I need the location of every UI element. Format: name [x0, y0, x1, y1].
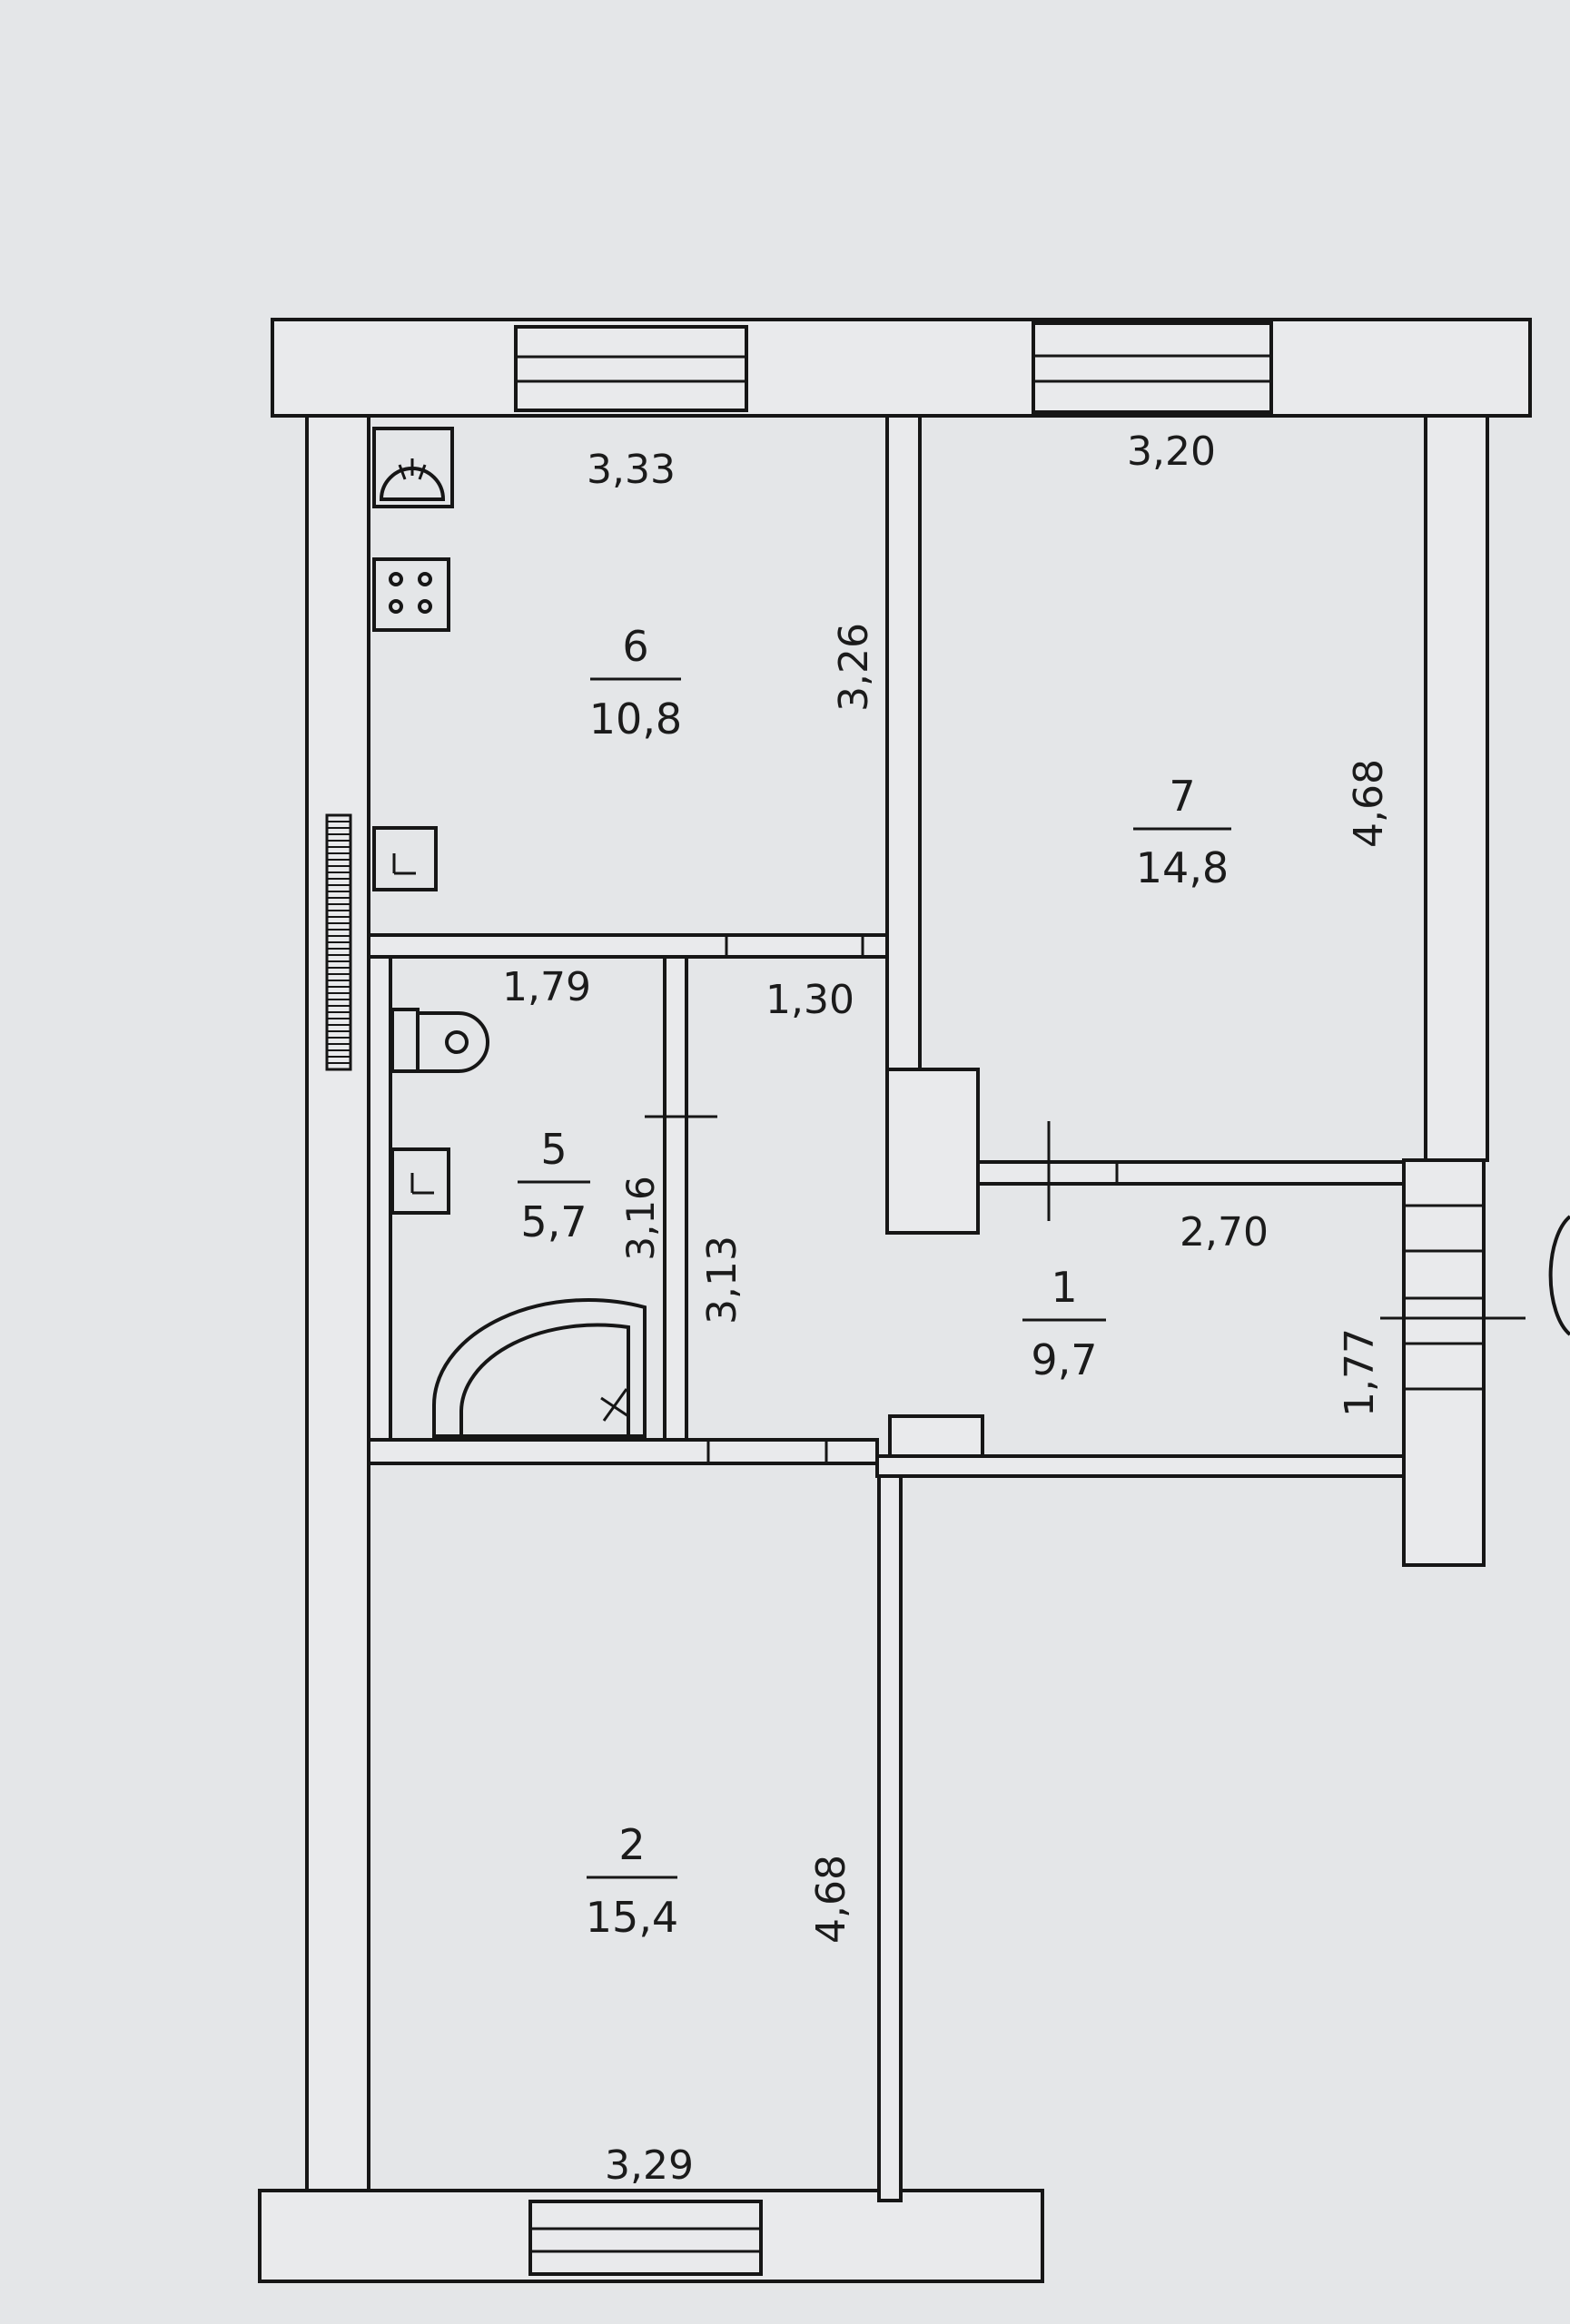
room6-number: 6 — [622, 622, 648, 671]
windows — [514, 321, 1273, 2276]
dim-333: 3,33 — [587, 447, 676, 493]
shower-icon — [432, 1298, 647, 1438]
dim-130: 1,30 — [765, 977, 854, 1023]
wall-hall-bottom — [875, 1454, 1406, 1478]
room7-number: 7 — [1169, 772, 1195, 821]
room2-number: 2 — [618, 1820, 645, 1869]
left-wall — [305, 414, 370, 2192]
door-marks — [645, 1115, 1526, 1320]
wall-5-1 — [663, 955, 688, 1442]
dim-270: 2,70 — [1180, 1209, 1269, 1256]
wall-6-5 — [367, 933, 889, 959]
dimension-labels: 3,33 3,20 3,26 4,68 1,79 1,30 3,16 3,13 … — [502, 428, 1392, 2189]
wall-6-7 — [885, 414, 922, 1071]
top-wall — [271, 318, 1532, 418]
dim-316: 3,16 — [618, 1176, 663, 1261]
entrance-door-icon — [1548, 1215, 1570, 1336]
radiator-icon — [325, 813, 352, 1071]
dim-313: 3,13 — [699, 1236, 746, 1324]
stove-icon — [372, 557, 450, 632]
right-wall — [1424, 414, 1489, 1162]
washbasin-icon — [372, 826, 438, 891]
window-room2 — [528, 2200, 763, 2276]
dim-468-b: 4,68 — [808, 1855, 854, 1944]
room1-number: 1 — [1051, 1263, 1077, 1312]
outer-walls — [258, 318, 1532, 2283]
room5-number: 5 — [540, 1125, 567, 1174]
window-room7 — [1032, 321, 1273, 414]
room2-area: 15,4 — [586, 1893, 678, 1942]
interior-walls — [367, 414, 1406, 2191]
room7-area: 14,8 — [1136, 843, 1229, 892]
dim-320: 3,20 — [1127, 428, 1216, 475]
sink-icon — [372, 427, 454, 508]
wall-7-1 — [976, 1160, 1406, 1186]
entrance-steps — [1404, 1204, 1484, 1391]
hall-niche — [888, 1414, 984, 1458]
dim-326: 3,26 — [831, 623, 877, 712]
window-room6 — [514, 325, 748, 412]
room2-right-wall — [877, 1471, 903, 2202]
entrance-wall — [1402, 1158, 1486, 1567]
dim-177: 1,77 — [1337, 1328, 1383, 1417]
room1-area: 9,7 — [1031, 1335, 1097, 1384]
wall-5-2 — [367, 1438, 879, 1465]
dim-329: 3,29 — [605, 2142, 694, 2189]
washbasin-icon-bath — [390, 1147, 450, 1215]
wall-5-left — [367, 955, 392, 1442]
wall-column — [885, 1068, 980, 1235]
dim-468-a: 4,68 — [1346, 759, 1392, 848]
toilet-icon — [390, 1008, 489, 1073]
room6-area: 10,8 — [589, 694, 682, 743]
room-labels: 6 10,8 7 14,8 5 5,7 1 9,7 2 15,4 — [518, 622, 1231, 1942]
dim-179: 1,79 — [502, 964, 591, 1010]
room5-area: 5,7 — [520, 1197, 587, 1246]
